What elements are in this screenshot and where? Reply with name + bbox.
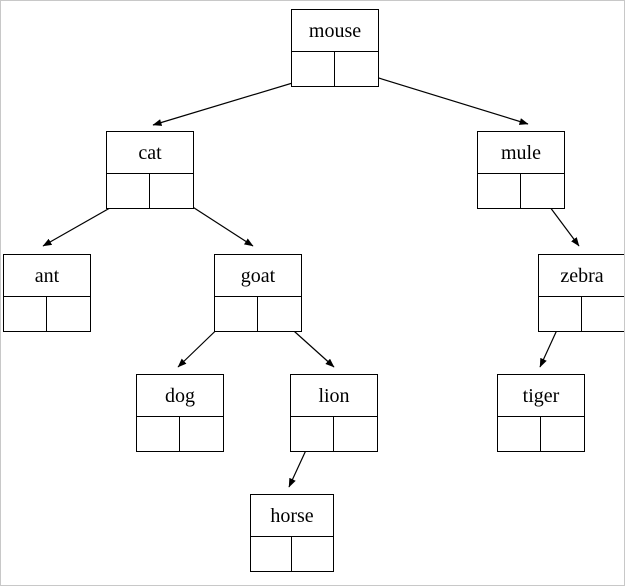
node-right-pointer-mule[interactable]: [521, 174, 564, 208]
node-pointers-ant: [4, 297, 90, 331]
node-label-mouse: mouse: [292, 10, 378, 52]
node-label-tiger: tiger: [498, 375, 584, 417]
tree-node-mouse[interactable]: mouse: [291, 9, 379, 87]
tree-node-ant[interactable]: ant: [3, 254, 91, 332]
node-left-pointer-horse[interactable]: [251, 537, 292, 571]
edge-mouse-to-mule: [355, 70, 529, 125]
node-right-pointer-tiger[interactable]: [541, 417, 584, 451]
node-left-pointer-tiger[interactable]: [498, 417, 541, 451]
node-left-pointer-cat[interactable]: [107, 174, 150, 208]
node-right-pointer-zebra[interactable]: [582, 297, 624, 331]
tree-node-goat[interactable]: goat: [214, 254, 302, 332]
node-right-pointer-horse[interactable]: [292, 537, 333, 571]
node-label-dog: dog: [137, 375, 223, 417]
tree-node-horse[interactable]: horse: [250, 494, 334, 572]
tree-node-lion[interactable]: lion: [290, 374, 378, 452]
node-label-ant: ant: [4, 255, 90, 297]
node-left-pointer-mouse[interactable]: [292, 52, 335, 86]
node-pointers-goat: [215, 297, 301, 331]
node-label-goat: goat: [215, 255, 301, 297]
node-left-pointer-ant[interactable]: [4, 297, 47, 331]
node-pointers-zebra: [539, 297, 624, 331]
node-left-pointer-mule[interactable]: [478, 174, 521, 208]
node-right-pointer-mouse[interactable]: [335, 52, 378, 86]
node-right-pointer-dog[interactable]: [180, 417, 223, 451]
node-left-pointer-goat[interactable]: [215, 297, 258, 331]
node-label-zebra: zebra: [539, 255, 624, 297]
node-label-mule: mule: [478, 132, 564, 174]
tree-node-tiger[interactable]: tiger: [497, 374, 585, 452]
node-right-pointer-goat[interactable]: [258, 297, 301, 331]
node-left-pointer-dog[interactable]: [137, 417, 180, 451]
tree-node-cat[interactable]: cat: [106, 131, 194, 209]
node-right-pointer-lion[interactable]: [334, 417, 377, 451]
node-label-cat: cat: [107, 132, 193, 174]
node-pointers-cat: [107, 174, 193, 208]
node-pointers-horse: [251, 537, 333, 571]
node-pointers-mule: [478, 174, 564, 208]
node-label-horse: horse: [251, 495, 333, 537]
tree-node-mule[interactable]: mule: [477, 131, 565, 209]
node-left-pointer-zebra[interactable]: [539, 297, 582, 331]
node-pointers-lion: [291, 417, 377, 451]
tree-node-dog[interactable]: dog: [136, 374, 224, 452]
node-right-pointer-cat[interactable]: [150, 174, 193, 208]
node-pointers-dog: [137, 417, 223, 451]
node-pointers-tiger: [498, 417, 584, 451]
tree-node-zebra[interactable]: zebra: [538, 254, 624, 332]
node-right-pointer-ant[interactable]: [47, 297, 90, 331]
node-left-pointer-lion[interactable]: [291, 417, 334, 451]
node-label-lion: lion: [291, 375, 377, 417]
node-pointers-mouse: [292, 52, 378, 86]
